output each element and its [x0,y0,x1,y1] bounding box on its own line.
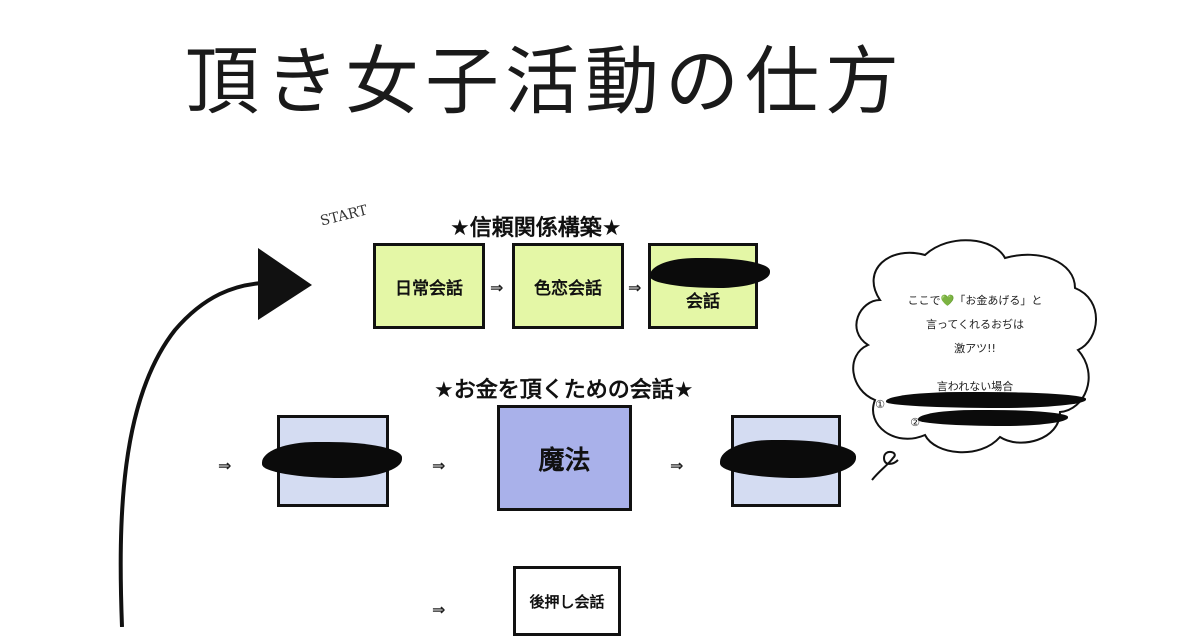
magic-label: 魔法 [538,445,591,476]
redaction-mark [720,440,856,478]
start-curve-arrow [118,281,263,627]
romance-conversation-label: 色恋会話 [534,278,602,299]
section1-heading: ★信頼関係構築★ [450,216,622,241]
redaction-mark [262,442,402,478]
redaction-mark [918,410,1068,426]
magic-box: 魔法 [497,405,632,511]
section2-heading: ★お金を頂くための会話★ [434,378,694,403]
bubble-line-1: ここで💚「お金あげる」と [907,294,1043,307]
bubble-line-3: 激アツ!! [954,342,996,355]
bubble-tail [871,451,899,481]
bubble-line-6: ② [910,416,920,429]
flow-arrow: ⇒ [218,456,232,475]
redaction-mark [886,392,1086,408]
flow-arrow: ⇒ [490,278,504,297]
push-conversation-box: 後押し会話 [513,566,621,636]
flow-arrow: ⇒ [670,456,684,475]
flow-arrow: ⇒ [628,278,642,297]
redaction-mark [650,258,770,288]
daily-conversation-box: 日常会話 [373,243,485,329]
bubble-line-2: 言ってくれるおぢは [925,318,1025,331]
redacted-conversation-label: 会話 [686,292,720,312]
flow-arrow: ⇒ [432,456,446,475]
bubble-line-4: 言われない場合 [936,380,1014,393]
bubble-line-5: ① [875,398,885,411]
redacted-conversation-box: 会話 [648,243,758,329]
daily-conversation-label: 日常会話 [395,278,463,299]
page-title: 頂き女子活動の仕方 [185,39,905,125]
start-arrowhead [258,248,312,320]
romance-conversation-box: 色恋会話 [512,243,624,329]
push-conversation-label: 後押し会話 [529,592,605,611]
flow-arrow: ⇒ [432,600,446,619]
